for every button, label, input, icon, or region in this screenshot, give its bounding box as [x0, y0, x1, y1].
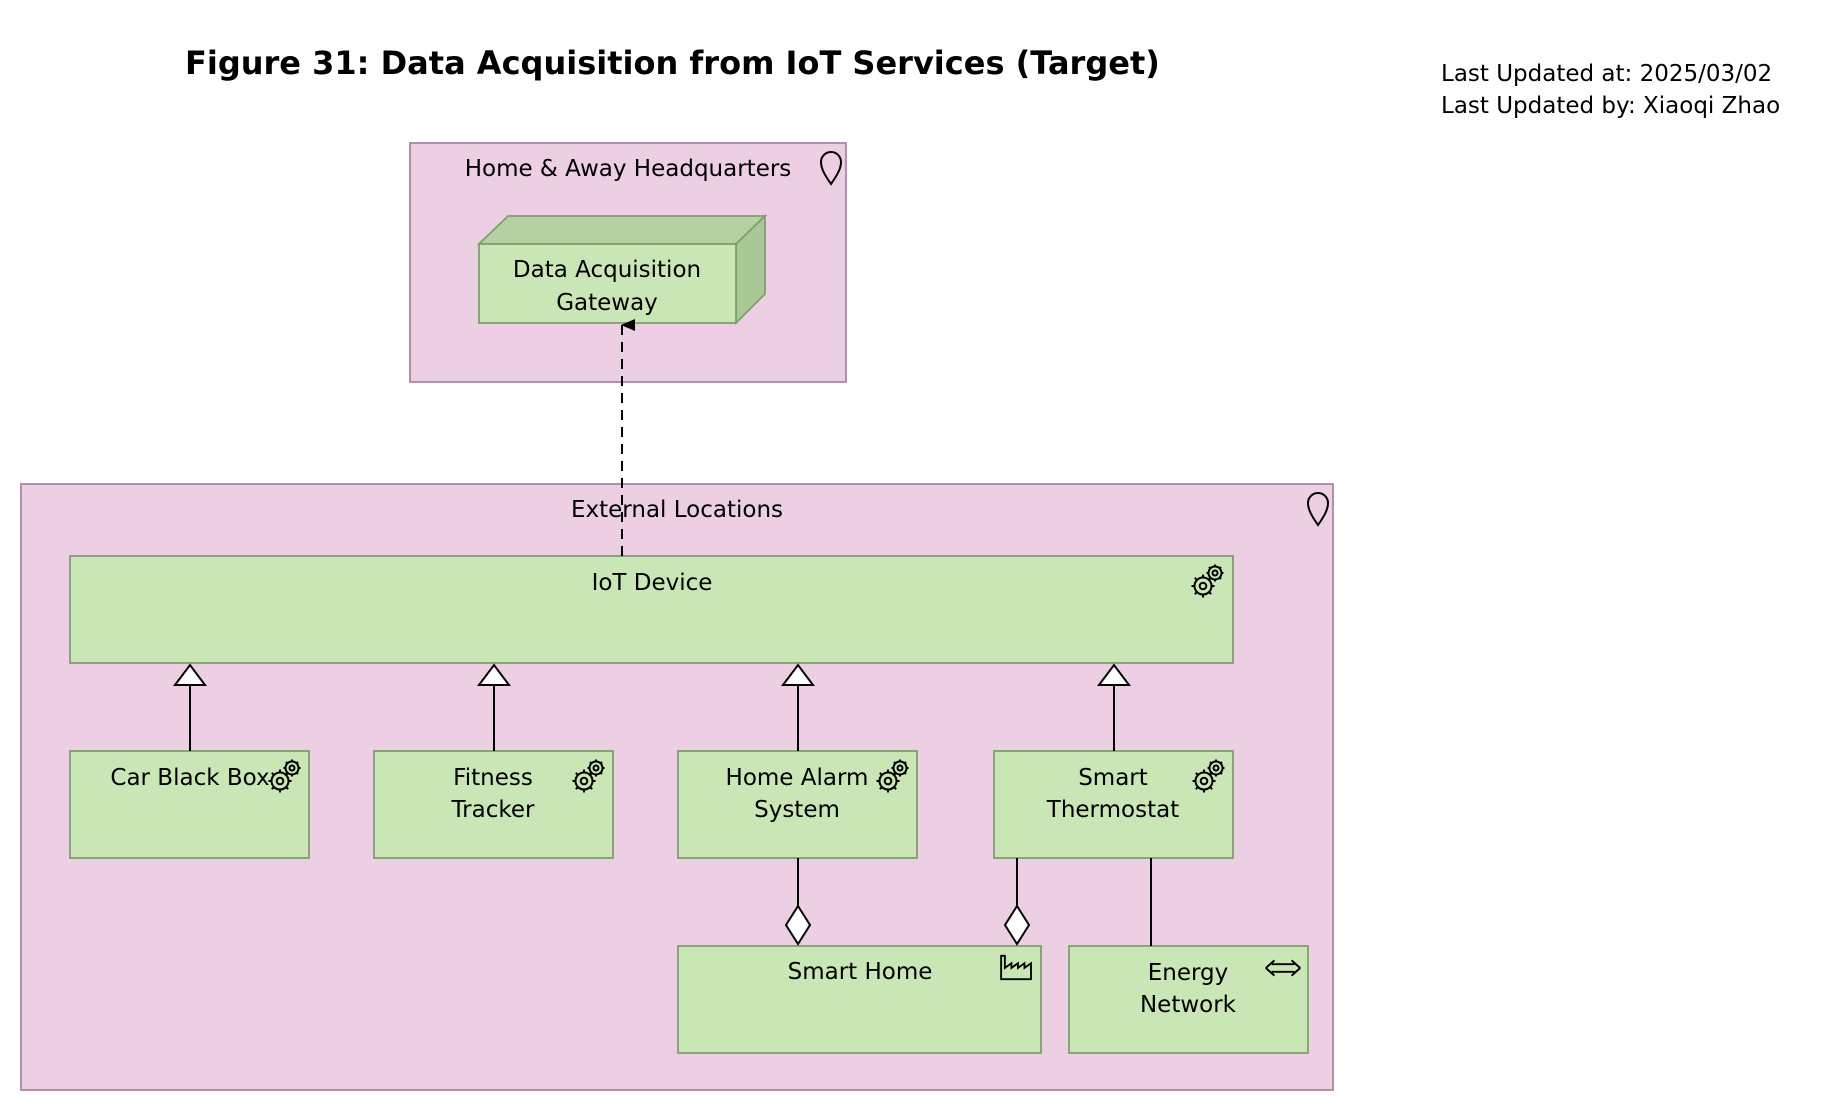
last-updated-at: Last Updated at: 2025/03/02: [1441, 61, 1772, 87]
smart-thermostat-label-line1: Smart: [1078, 765, 1148, 791]
node-car-black-box[interactable]: Car Black Box: [69, 750, 310, 859]
specialization-home-alarm[interactable]: [781, 663, 815, 751]
gateway-label-line2: Gateway: [556, 290, 658, 316]
home-alarm-label-line2: System: [754, 797, 840, 823]
node-smart-thermostat[interactable]: Smart Thermostat: [993, 750, 1234, 859]
group-headquarters-label: Home & Away Headquarters: [465, 156, 792, 182]
diagram-title: Figure 31: Data Acquisition from IoT Ser…: [185, 44, 1160, 82]
specialization-smart-thermostat[interactable]: [1097, 663, 1131, 751]
fitness-tracker-label-line1: Fitness: [453, 765, 533, 791]
home-alarm-label-line1: Home Alarm: [726, 765, 869, 791]
car-black-box-label: Car Black Box: [110, 765, 269, 791]
gateway-label-line1: Data Acquisition: [513, 257, 701, 283]
aggregation-home-alarm[interactable]: [784, 858, 812, 946]
node-smart-home[interactable]: Smart Home: [677, 945, 1042, 1054]
iot-device-label: IoT Device: [592, 570, 713, 596]
node-energy-network[interactable]: Energy Network: [1068, 945, 1309, 1054]
fitness-tracker-label-line2: Tracker: [451, 797, 536, 823]
node-iot-device[interactable]: IoT Device: [69, 555, 1234, 664]
specialization-car-black-box[interactable]: [173, 663, 207, 751]
smart-thermostat-label-line2: Thermostat: [1046, 797, 1179, 823]
aggregation-smart-thermostat[interactable]: [1003, 858, 1031, 946]
specialization-fitness-tracker[interactable]: [477, 663, 511, 751]
energy-network-label-line2: Network: [1140, 992, 1237, 1018]
node-data-acquisition-gateway[interactable]: Data Acquisition Gateway: [476, 213, 768, 326]
smart-home-label: Smart Home: [788, 959, 933, 985]
last-updated-by: Last Updated by: Xiaoqi Zhao: [1441, 93, 1780, 119]
energy-network-label-line1: Energy: [1148, 960, 1229, 986]
node-home-alarm-system[interactable]: Home Alarm System: [677, 750, 918, 859]
node-fitness-tracker[interactable]: Fitness Tracker: [373, 750, 614, 859]
group-external-label: External Locations: [571, 497, 783, 523]
